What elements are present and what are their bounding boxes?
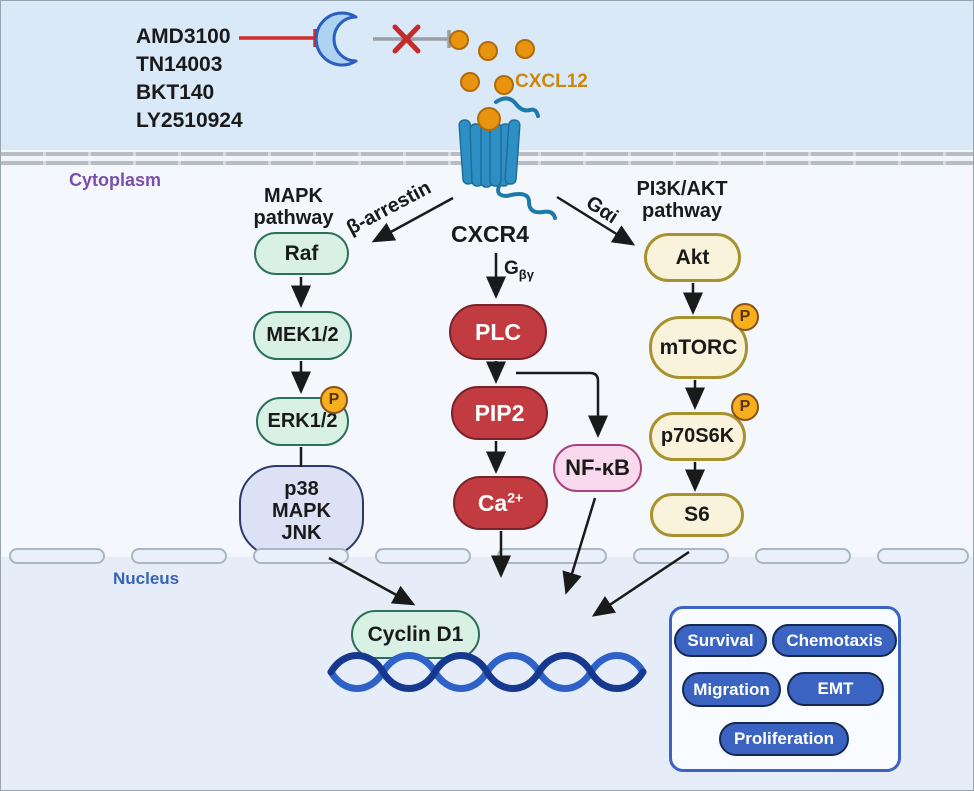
node-mek: MEK1/2 <box>253 311 352 360</box>
phospho-badge-mtorc: P <box>731 303 759 331</box>
node-p38-line2: MAPK <box>272 500 331 522</box>
cell-membrane-outer-leaflet <box>1 152 973 156</box>
node-cyclin-d1-label: Cyclin D1 <box>367 622 464 646</box>
node-calcium: Ca2+ <box>453 476 548 530</box>
g-alpha-i-label: Gαi <box>581 191 622 229</box>
nuclear-membrane-segment <box>9 548 105 564</box>
pi3k-akt-pathway-label: PI3K/AKT pathway <box>623 178 741 222</box>
nuclear-membrane-segment <box>755 548 851 564</box>
drug-name: AMD3100 <box>136 25 231 48</box>
nuclear-membrane-segment <box>633 548 729 564</box>
drug-name: TN14003 <box>136 53 223 76</box>
node-akt: Akt <box>644 233 741 282</box>
node-plc-label: PLC <box>475 318 521 345</box>
mapk-pathway-line2: pathway <box>253 207 334 229</box>
node-cyclin-d1: Cyclin D1 <box>351 610 480 659</box>
outcome-migration: Migration <box>682 672 781 707</box>
mapk-pathway-line1: MAPK <box>264 185 323 207</box>
node-mek-label: MEK1/2 <box>266 324 339 346</box>
nuclear-membrane-segment <box>253 548 349 564</box>
phospho-badge-erk: P <box>320 386 348 414</box>
node-mtorc-label: mTORC <box>659 335 738 359</box>
outcome-survival: Survival <box>674 624 767 657</box>
node-nfkb-label: NF-κB <box>565 455 630 480</box>
mapk-pathway-label: MAPK pathway <box>231 185 356 229</box>
outcome-emt: EMT <box>787 672 884 706</box>
nuclear-membrane-segment <box>375 548 471 564</box>
nuclear-membrane-segment <box>877 548 969 564</box>
cell-membrane <box>1 150 973 167</box>
g-beta-gamma-sub: βγ <box>518 266 534 282</box>
cell-membrane-inner-leaflet <box>1 161 973 165</box>
node-calcium-label: Ca2+ <box>477 488 524 516</box>
phospho-badge-p70s6k: P <box>731 393 759 421</box>
node-mtorc: mTORC <box>649 316 748 379</box>
node-s6: S6 <box>650 493 744 537</box>
node-nfkb: NF-κB <box>553 444 642 492</box>
beta-arrestin-label: β-arrestin <box>343 176 435 240</box>
nucleus-label: Nucleus <box>113 569 180 588</box>
pi3k-pathway-line1: PI3K/AKT <box>636 178 728 200</box>
drug-name: LY2510924 <box>136 109 243 132</box>
g-beta-gamma-label: Gβγ <box>504 258 534 282</box>
node-p38-line3: JNK <box>281 522 322 544</box>
cxcl12-label: CXCL12 <box>515 71 588 92</box>
node-p70s6k-label: p70S6K <box>660 425 735 447</box>
node-raf-label: Raf <box>284 241 319 265</box>
node-erk-label: ERK1/2 <box>267 410 338 432</box>
outcome-chemotaxis: Chemotaxis <box>772 624 897 657</box>
node-pip2: PIP2 <box>451 386 548 440</box>
node-pip2-label: PIP2 <box>474 399 525 426</box>
pi3k-pathway-line2: pathway <box>641 200 723 222</box>
outcome-proliferation: Proliferation <box>719 722 849 756</box>
inhibitor-drug-list: AMD3100 TN14003 BKT140 LY2510924 <box>136 23 243 135</box>
node-p70s6k: p70S6K <box>649 412 746 461</box>
drug-name: BKT140 <box>136 81 215 104</box>
node-akt-label: Akt <box>675 245 710 269</box>
node-p38-line1: p38 <box>284 478 319 500</box>
nuclear-membrane-segment <box>131 548 227 564</box>
cytoplasm-label: Cytoplasm <box>69 170 162 190</box>
node-p38-mapk-jnk: p38 MAPK JNK <box>239 465 364 557</box>
g-beta-gamma-main: G <box>504 258 519 279</box>
cxcr4-label: CXCR4 <box>451 221 529 247</box>
node-plc: PLC <box>449 304 547 360</box>
node-s6-label: S6 <box>684 503 710 526</box>
node-raf: Raf <box>254 232 349 275</box>
nuclear-membrane-segment <box>497 548 607 564</box>
